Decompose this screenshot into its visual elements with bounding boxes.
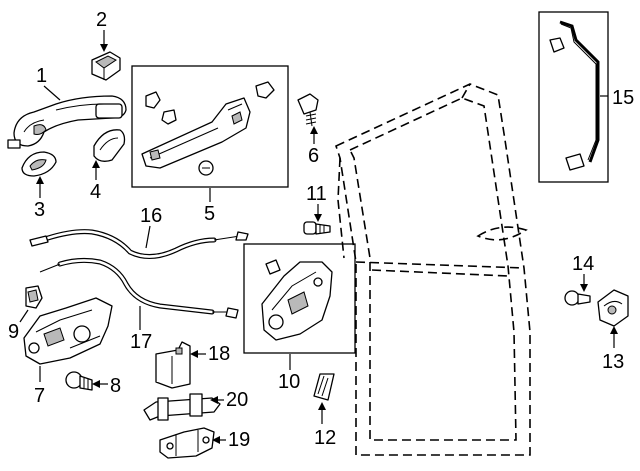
callout-10: 10 [278,371,300,393]
arrow-8 [92,380,100,388]
arrow-2 [100,44,108,52]
callout-4: 4 [90,181,101,203]
pad-12[interactable] [313,373,335,401]
latch-assembly-7[interactable] [23,297,113,365]
bolt-8[interactable] [65,371,93,391]
clip-9[interactable] [25,285,43,309]
cable-17[interactable] [39,257,239,319]
rear-door-outline [335,83,531,456]
callout-13: 13 [602,351,624,373]
arrow-12 [318,402,326,410]
handle-base-cover[interactable] [93,129,126,162]
bolt-14[interactable] [564,290,591,306]
arrow-20 [210,396,218,404]
leader-9 [19,309,29,323]
arrow-13 [610,326,618,334]
leader-16 [145,225,151,249]
arrow-19 [212,436,220,444]
callout-9: 9 [8,321,19,343]
door-lock-actuator[interactable] [261,259,333,341]
callout-7: 7 [34,385,45,407]
callout-16: 16 [140,205,162,227]
callout-8: 8 [110,375,121,397]
callout-14: 14 [572,253,594,275]
callout-1: 1 [36,65,47,87]
lock-rod[interactable] [549,20,600,171]
callout-12: 12 [314,427,336,449]
door-lock-kit-box [243,243,356,354]
hinge-18[interactable] [155,341,191,389]
callout-11: 11 [306,183,327,205]
callout-19: 19 [228,429,250,451]
arrow-6 [310,126,318,134]
leader-1 [43,85,61,101]
handle-protector[interactable] [21,151,57,177]
lock-rod-kit-box [538,11,609,183]
arrow-4 [92,160,100,168]
callout-18: 18 [208,343,230,365]
callout-17: 17 [130,331,152,353]
callout-15: 15 [612,87,634,109]
callout-20: 20 [226,389,248,411]
callout-6: 6 [308,145,319,167]
door-handle-recess [476,226,528,241]
arrow-14 [580,284,588,292]
callout-2: 2 [96,9,107,31]
bolt-6[interactable] [297,93,319,127]
callout-3: 3 [34,199,45,221]
handle-cap[interactable] [91,51,121,81]
hinge-19[interactable] [159,427,215,459]
outside-handle[interactable] [7,95,127,149]
arrow-11 [314,214,322,222]
striker-13[interactable] [597,289,629,327]
callout-5: 5 [204,203,215,225]
cable-16[interactable] [29,229,249,259]
arrow-3 [36,176,44,184]
door-check-20[interactable] [143,393,221,421]
screw-11[interactable] [303,221,331,235]
handle-frame[interactable] [141,81,275,176]
handle-frame-kit-box [131,65,289,188]
arrow-18 [190,350,198,358]
